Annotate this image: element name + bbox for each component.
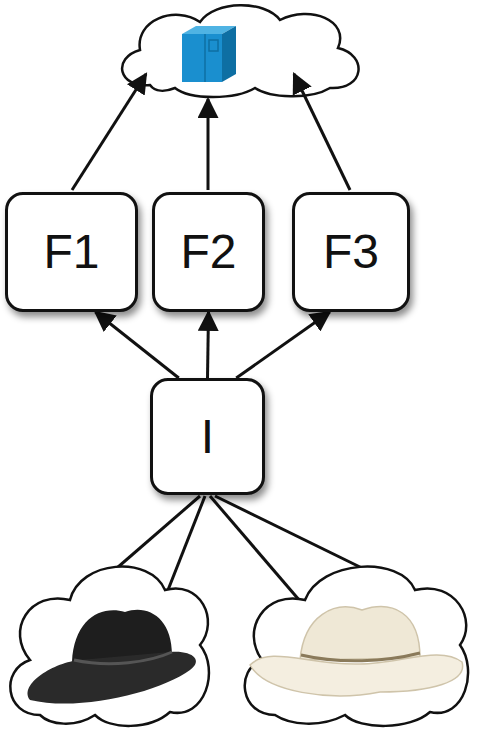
process-box: F3 bbox=[292, 192, 410, 312]
hat-cloud bbox=[10, 567, 209, 726]
cream-hat bbox=[250, 607, 463, 696]
upload-arrow bbox=[294, 74, 350, 190]
link-line bbox=[168, 496, 205, 590]
link-line bbox=[210, 496, 300, 601]
box-label: F3 bbox=[323, 228, 379, 276]
box-label: F2 bbox=[180, 228, 236, 276]
server-cloud bbox=[122, 5, 358, 97]
upload-arrow bbox=[72, 74, 146, 190]
upload-arrow bbox=[207, 99, 210, 190]
process-box: F1 bbox=[5, 192, 138, 312]
flow-arrow bbox=[95, 312, 178, 378]
link-line bbox=[215, 496, 362, 568]
box-label: F1 bbox=[43, 228, 99, 276]
process-box: F2 bbox=[152, 192, 265, 312]
flow-arrow bbox=[208, 312, 209, 378]
server-icon bbox=[182, 26, 236, 82]
flow-arrow bbox=[236, 312, 330, 378]
process-box: I bbox=[150, 378, 265, 495]
hat-cloud bbox=[245, 567, 468, 726]
black-hat bbox=[28, 610, 196, 704]
box-label: I bbox=[201, 413, 214, 461]
